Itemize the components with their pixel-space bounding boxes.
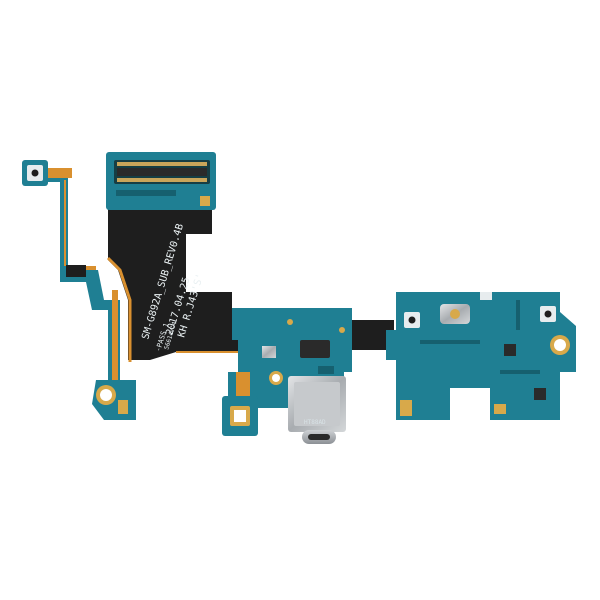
left-mount-tab: [92, 380, 136, 420]
top-mic-pad: [22, 160, 48, 186]
main-black-flex: SM-G892A_SUB_REV0.4B -PASS 1 56614V-4 20…: [106, 200, 240, 362]
sensor-subflex: [222, 372, 258, 436]
right-board: [386, 292, 576, 420]
usb-c-port: HT88AD: [288, 376, 346, 444]
port-marking: HT88AD: [304, 419, 326, 426]
left-flex-arm: [40, 168, 120, 380]
top-connector-board: [106, 152, 216, 210]
